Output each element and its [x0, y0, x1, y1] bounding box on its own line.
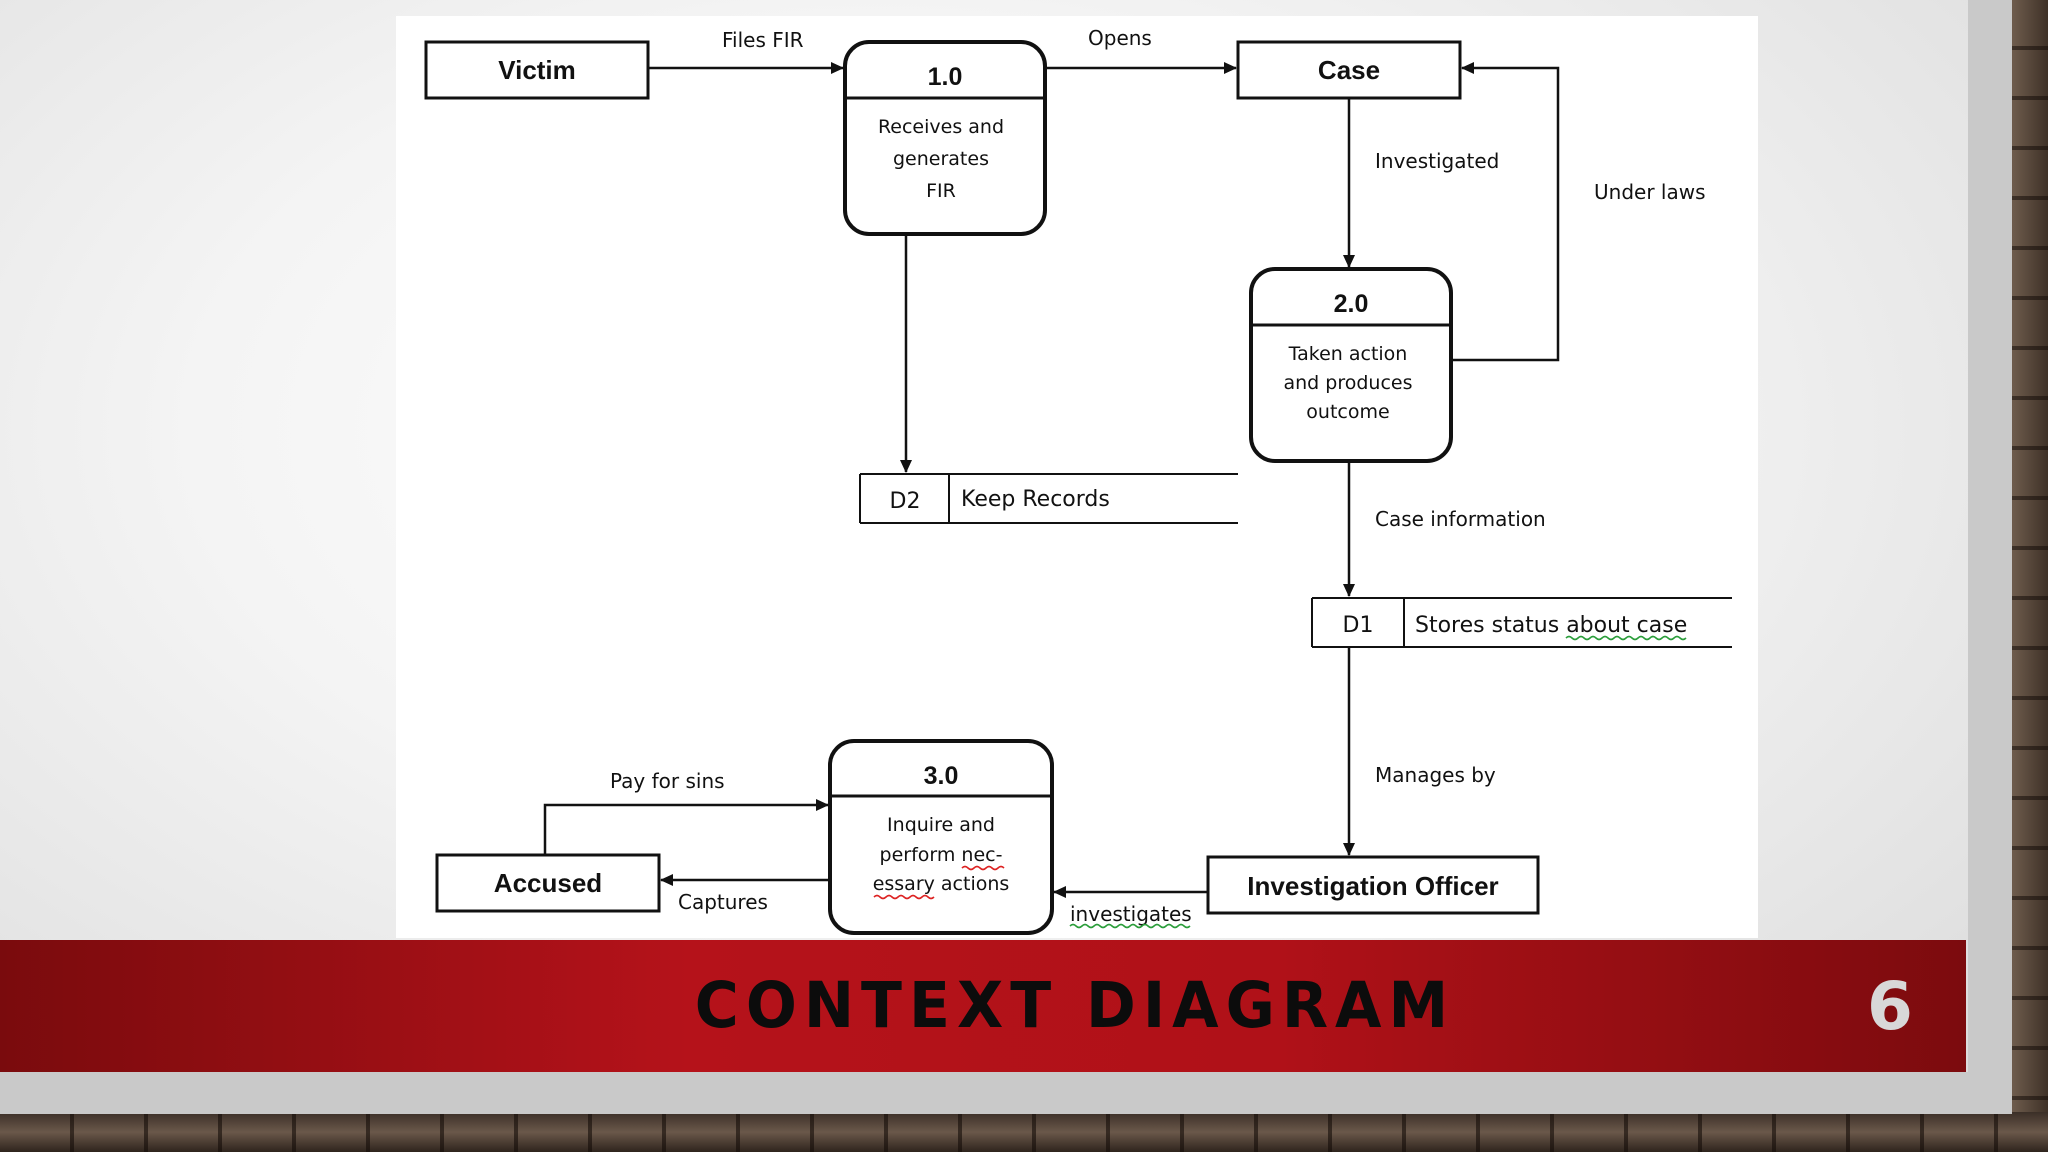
process-3-line-3: essary actions [873, 873, 1010, 895]
flow-case-information: Case information [1343, 461, 1546, 597]
flow-captures-label: Captures [678, 890, 768, 914]
flow-investigates-label: investigates [1070, 902, 1192, 926]
grammar-underline [1565, 635, 1687, 641]
data-store-d2-id: D2 [890, 489, 921, 514]
slide-number: 6 [1867, 967, 1913, 1045]
flow-under-laws: Under laws [1451, 62, 1705, 362]
title-banner: CONTEXT DIAGRAM 6 [0, 940, 1966, 1072]
slide-title: CONTEXT DIAGRAM [694, 969, 1456, 1043]
diagram-panel: Victim Case Accused Investigation Office… [396, 16, 1758, 938]
flow-investigated: Investigated [1343, 98, 1499, 268]
process-1-line-1: Receives and [878, 116, 1004, 138]
entity-officer-label: Investigation Officer [1247, 871, 1498, 901]
flow-investigates: investigates [1053, 886, 1208, 929]
data-store-d1-id: D1 [1343, 613, 1374, 638]
process-1: 1.0 Receives and generates FIR [843, 40, 1047, 236]
entity-victim: Victim [424, 40, 650, 100]
entity-accused: Accused [435, 853, 661, 913]
flow-investigated-label: Investigated [1375, 149, 1499, 173]
process-3-line-1: Inquire and [887, 814, 995, 836]
process-2-line-3: outcome [1306, 401, 1389, 423]
flow-manages-by-label: Manages by [1375, 763, 1496, 787]
flow-opens-label: Opens [1088, 26, 1152, 50]
process-3-line-2: perform nec- [880, 844, 1003, 866]
brick-wall-bottom [0, 1112, 2048, 1152]
data-store-d1: D1 Stores status about case [1311, 597, 1732, 648]
flow-captures: Captures [660, 874, 830, 914]
process-1-number: 1.0 [928, 63, 963, 91]
flow-pay-for-sins: Pay for sins [543, 769, 829, 855]
flow-case-information-label: Case information [1375, 507, 1546, 531]
flow-opens: Opens [1045, 26, 1237, 74]
slide-frame: Victim Case Accused Investigation Office… [0, 0, 2012, 1114]
process-2: 2.0 Taken action and produces outcome [1249, 267, 1453, 463]
spellcheck-underline [961, 865, 1005, 871]
entity-investigation-officer: Investigation Officer [1206, 855, 1540, 915]
process-2-number: 2.0 [1334, 290, 1369, 318]
flow-pay-for-sins-label: Pay for sins [610, 769, 725, 793]
entity-victim-label: Victim [498, 55, 576, 85]
entity-case: Case [1236, 40, 1462, 100]
process-3-number: 3.0 [924, 762, 959, 790]
data-store-d2-label: Keep Records [961, 487, 1110, 512]
process-1-line-2: generates [893, 148, 989, 170]
process-2-line-2: and produces [1283, 372, 1412, 394]
flow-under-laws-label: Under laws [1594, 180, 1705, 204]
flow-files-fir-label: Files FIR [722, 28, 804, 52]
flow-manages-by: Manages by [1343, 647, 1496, 856]
grammar-underline [1069, 923, 1191, 929]
data-store-d2: D2 Keep Records [859, 473, 1238, 524]
data-store-d1-label: Stores status about case [1415, 613, 1687, 638]
entity-case-label: Case [1318, 55, 1380, 85]
spellcheck-underline [873, 894, 935, 900]
process-3: 3.0 Inquire and perform nec- essary acti… [828, 739, 1054, 935]
context-diagram: Victim Case Accused Investigation Office… [424, 26, 1732, 935]
slide: Victim Case Accused Investigation Office… [0, 0, 1968, 1072]
process-1-line-3: FIR [926, 180, 956, 202]
entity-accused-label: Accused [494, 868, 602, 898]
process-2-line-1: Taken action [1288, 343, 1408, 365]
flow-files-fir: Files FIR [648, 28, 844, 74]
